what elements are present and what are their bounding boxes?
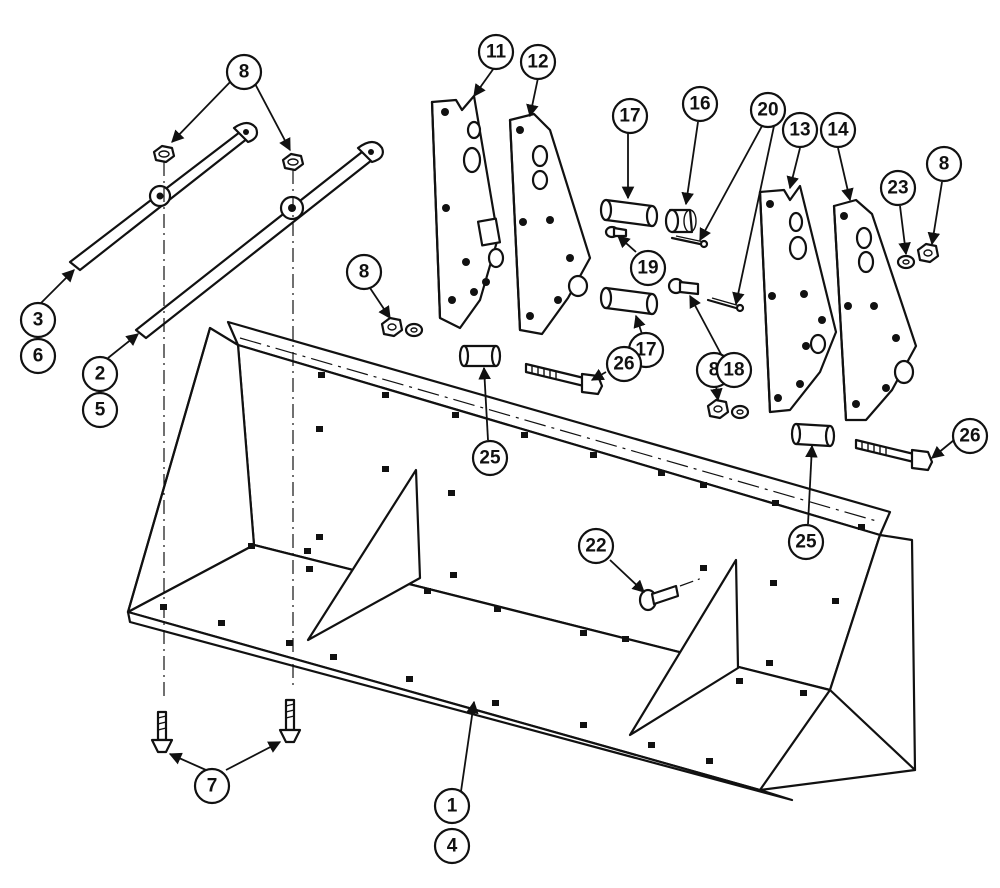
callout-label-8a: 8 [239,62,250,83]
mount-plate-14 [832,198,918,422]
callout-8a: 8 [225,53,263,91]
callout-label-8c: 8 [709,360,720,381]
callout-label-1: 1 [447,796,458,817]
callout-label-8d: 8 [939,154,950,175]
callout-label-25a: 25 [479,448,501,469]
bolt-26-left [524,362,604,396]
callout-4: 4 [433,827,471,865]
cotter-pin-upper [670,235,709,249]
bushing-16 [664,208,697,234]
callout-label-22: 22 [585,536,606,557]
callout-1: 1 [433,787,471,825]
callout-label-8b: 8 [359,262,370,283]
callout-label-2: 2 [95,364,106,385]
callout-label-7: 7 [207,776,218,797]
strap-long [134,140,384,340]
nut-left [152,144,176,164]
callout-label-3: 3 [33,310,44,331]
callout-25a: 25 [471,439,509,477]
callout-label-26b: 26 [959,426,980,447]
callout-16: 16 [681,85,719,123]
bucket-body [126,320,917,802]
callout-20: 20 [749,91,787,129]
mount-plate-12 [508,112,592,336]
callout-label-4: 4 [447,836,458,857]
callout-label-13: 13 [789,120,810,141]
pin-19 [604,225,628,239]
callout-5: 5 [81,391,119,429]
leader-lines [39,67,955,813]
bolt-left [150,710,174,754]
callout-23: 23 [879,169,917,207]
callout-17a: 17 [611,97,649,135]
callout-label-14: 14 [827,120,849,141]
callout-3: 3 [19,301,57,339]
callout-6: 6 [19,337,57,375]
spacer-25-left [458,344,502,368]
callout-8b: 8 [345,253,383,291]
callout-label-5: 5 [95,400,106,421]
strap-short [68,121,259,272]
callout-11: 11 [477,33,515,71]
callouts: 1 4 2 5 3 6 7 8 8 8 8 11 12 13 14 16 17 … [19,33,989,865]
sleeve-17-top [599,198,659,228]
nut-right [281,152,305,172]
callout-label-17a: 17 [619,106,640,127]
callout-label-26a: 26 [613,354,634,375]
callout-label-19: 19 [637,258,658,279]
bolt-26-right [854,438,934,472]
callout-label-23: 23 [887,178,908,199]
sleeve-17-lower [599,286,659,316]
nut-washer-8-left [380,316,424,338]
callout-13: 13 [781,111,819,149]
pin-18 [667,277,700,296]
callout-19: 19 [629,249,667,287]
callout-18: 18 [715,351,753,389]
callout-label-18: 18 [723,360,744,381]
washer-23 [896,254,916,270]
callout-26b: 26 [951,417,989,455]
nut-8-top-right [916,242,940,264]
callout-8d: 8 [925,145,963,183]
callout-14: 14 [819,111,857,149]
spacer-25-right [790,422,836,448]
callout-label-20: 20 [757,100,778,121]
callout-label-16: 16 [689,94,710,115]
callout-26a: 26 [605,345,643,383]
callout-25b: 25 [787,523,825,561]
nut-washer-8-right [706,398,750,420]
mount-plate-11 [430,94,505,330]
callout-label-6: 6 [33,346,44,367]
callout-22: 22 [577,527,615,565]
bolt-right [278,698,302,744]
callout-7: 7 [193,767,231,805]
callout-label-25b: 25 [795,532,817,553]
callout-label-12: 12 [527,52,548,73]
callout-label-11: 11 [486,42,507,63]
callout-12: 12 [519,43,557,81]
mount-plate-13 [758,184,838,414]
callout-label-17b: 17 [635,340,656,361]
bolt-22 [638,577,703,612]
callout-2: 2 [81,355,119,393]
